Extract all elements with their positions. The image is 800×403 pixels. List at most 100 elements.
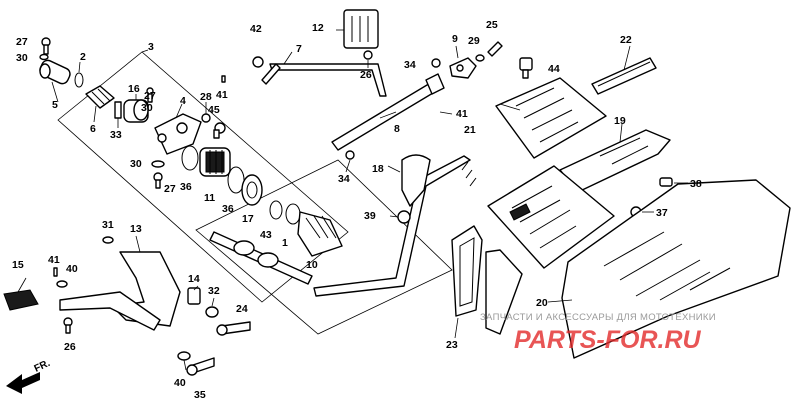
pivot-bolt-27a bbox=[41, 37, 51, 55]
shift-lever-rod bbox=[313, 155, 471, 297]
callout-34b: 34 bbox=[338, 173, 350, 185]
seal-17 bbox=[241, 174, 263, 206]
callout-6: 6 bbox=[90, 123, 96, 135]
o-ring-36a bbox=[181, 145, 199, 171]
gear-housing-11 bbox=[199, 147, 231, 177]
callout-4: 4 bbox=[180, 95, 186, 107]
callout-26b: 26 bbox=[64, 341, 76, 353]
front-direction-arrow-icon bbox=[6, 372, 40, 394]
bolt-25 bbox=[487, 41, 503, 57]
knob-18 bbox=[401, 154, 431, 207]
callout-27a: 27 bbox=[16, 36, 28, 48]
callout-41c: 41 bbox=[48, 254, 60, 266]
callout-26a: 26 bbox=[360, 69, 372, 81]
cable-8 bbox=[331, 73, 445, 151]
bolt-45 bbox=[213, 122, 226, 139]
bracket-13 bbox=[59, 251, 181, 331]
direction-label: FR. bbox=[33, 358, 52, 375]
nut-39 bbox=[397, 210, 411, 224]
watermark-brand: PARTS-FOR.RU bbox=[514, 326, 702, 354]
callout-44: 44 bbox=[548, 63, 560, 75]
callout-42: 42 bbox=[250, 23, 262, 35]
callout-13: 13 bbox=[130, 223, 142, 235]
callout-36a: 36 bbox=[180, 181, 192, 193]
callout-25: 25 bbox=[486, 19, 498, 31]
bolt-44 bbox=[519, 57, 533, 79]
callout-11: 11 bbox=[204, 192, 215, 204]
pivot-bolt-35 bbox=[186, 357, 215, 376]
callout-7: 7 bbox=[296, 43, 302, 55]
callout-8: 8 bbox=[394, 123, 400, 135]
callout-23: 23 bbox=[446, 339, 458, 351]
callout-3: 3 bbox=[148, 41, 154, 53]
callout-32: 32 bbox=[208, 285, 220, 297]
callout-22: 22 bbox=[620, 34, 632, 46]
sensor-9 bbox=[449, 57, 477, 79]
callout-45: 45 bbox=[208, 104, 220, 116]
callout-31: 31 bbox=[102, 219, 114, 231]
shift-pedal-end-5 bbox=[39, 59, 71, 85]
callout-1: 1 bbox=[282, 237, 288, 249]
knob-42 bbox=[252, 56, 264, 68]
bolt-27b bbox=[146, 87, 154, 103]
callout-24: 24 bbox=[236, 303, 248, 315]
strap-23 bbox=[451, 225, 483, 317]
callout-35: 35 bbox=[194, 389, 206, 401]
main-cover-20 bbox=[561, 179, 791, 359]
bolt-27c bbox=[153, 172, 163, 189]
callout-21: 21 bbox=[464, 124, 476, 136]
link-arm-4 bbox=[154, 113, 202, 155]
callout-38: 38 bbox=[690, 178, 702, 190]
callout-14: 14 bbox=[188, 273, 200, 285]
rod-threaded-end bbox=[461, 161, 477, 187]
bolt-34a bbox=[431, 58, 441, 68]
callout-labels: 27 30 2 3 5 6 16 27 30 33 4 28 45 41 42 … bbox=[12, 19, 702, 401]
bolt-26b bbox=[63, 317, 73, 334]
bracket-19 bbox=[559, 129, 671, 193]
assembly-3-outline bbox=[57, 51, 349, 303]
washer-29 bbox=[475, 54, 485, 62]
callout-41a: 41 bbox=[216, 89, 228, 101]
callout-36b: 36 bbox=[222, 203, 234, 215]
callout-30c: 30 bbox=[130, 158, 142, 170]
callout-27b: 27 bbox=[144, 90, 156, 102]
callout-37: 37 bbox=[656, 207, 668, 219]
callout-16: 16 bbox=[128, 83, 140, 95]
bolt-38 bbox=[659, 177, 673, 187]
callout-27c: 27 bbox=[164, 183, 176, 195]
callout-9: 9 bbox=[452, 33, 458, 45]
callout-18: 18 bbox=[372, 163, 384, 175]
assembly-1-outline bbox=[195, 159, 453, 335]
callout-19: 19 bbox=[614, 115, 626, 127]
washer-30a bbox=[39, 53, 49, 61]
trim-strip-22 bbox=[591, 57, 657, 95]
pin-41c bbox=[53, 267, 58, 277]
callout-30b: 30 bbox=[141, 102, 153, 114]
screw-26a bbox=[363, 50, 373, 60]
leader-lines bbox=[17, 29, 688, 371]
callout-17: 17 bbox=[242, 213, 254, 225]
cover-grille-21 bbox=[495, 77, 607, 159]
boot-10 bbox=[297, 211, 343, 257]
callout-39: 39 bbox=[364, 210, 376, 222]
callout-20: 20 bbox=[536, 297, 548, 309]
callout-34a: 34 bbox=[404, 59, 416, 71]
watermark-caption: ЗАПЧАСТИ И АКСЕССУАРЫ ДЛЯ МОТОТЕХНИКИ bbox=[480, 312, 716, 323]
washer-40b bbox=[177, 351, 191, 361]
callout-33: 33 bbox=[110, 129, 122, 141]
washer-30c bbox=[151, 160, 165, 168]
spring-clip-2 bbox=[74, 72, 84, 88]
washer-40a bbox=[56, 280, 68, 288]
callout-12: 12 bbox=[312, 22, 324, 34]
callout-2: 2 bbox=[80, 51, 86, 63]
callout-41b: 41 bbox=[456, 108, 468, 120]
callout-5: 5 bbox=[52, 99, 58, 111]
side-panel bbox=[485, 249, 523, 335]
bolt-24 bbox=[216, 321, 251, 336]
washer-31 bbox=[102, 236, 114, 244]
pedal-rubber-15 bbox=[3, 289, 39, 311]
callout-28: 28 bbox=[200, 91, 212, 103]
callout-29: 29 bbox=[468, 35, 480, 47]
callout-40b: 40 bbox=[174, 377, 186, 389]
pin-33 bbox=[114, 101, 122, 119]
